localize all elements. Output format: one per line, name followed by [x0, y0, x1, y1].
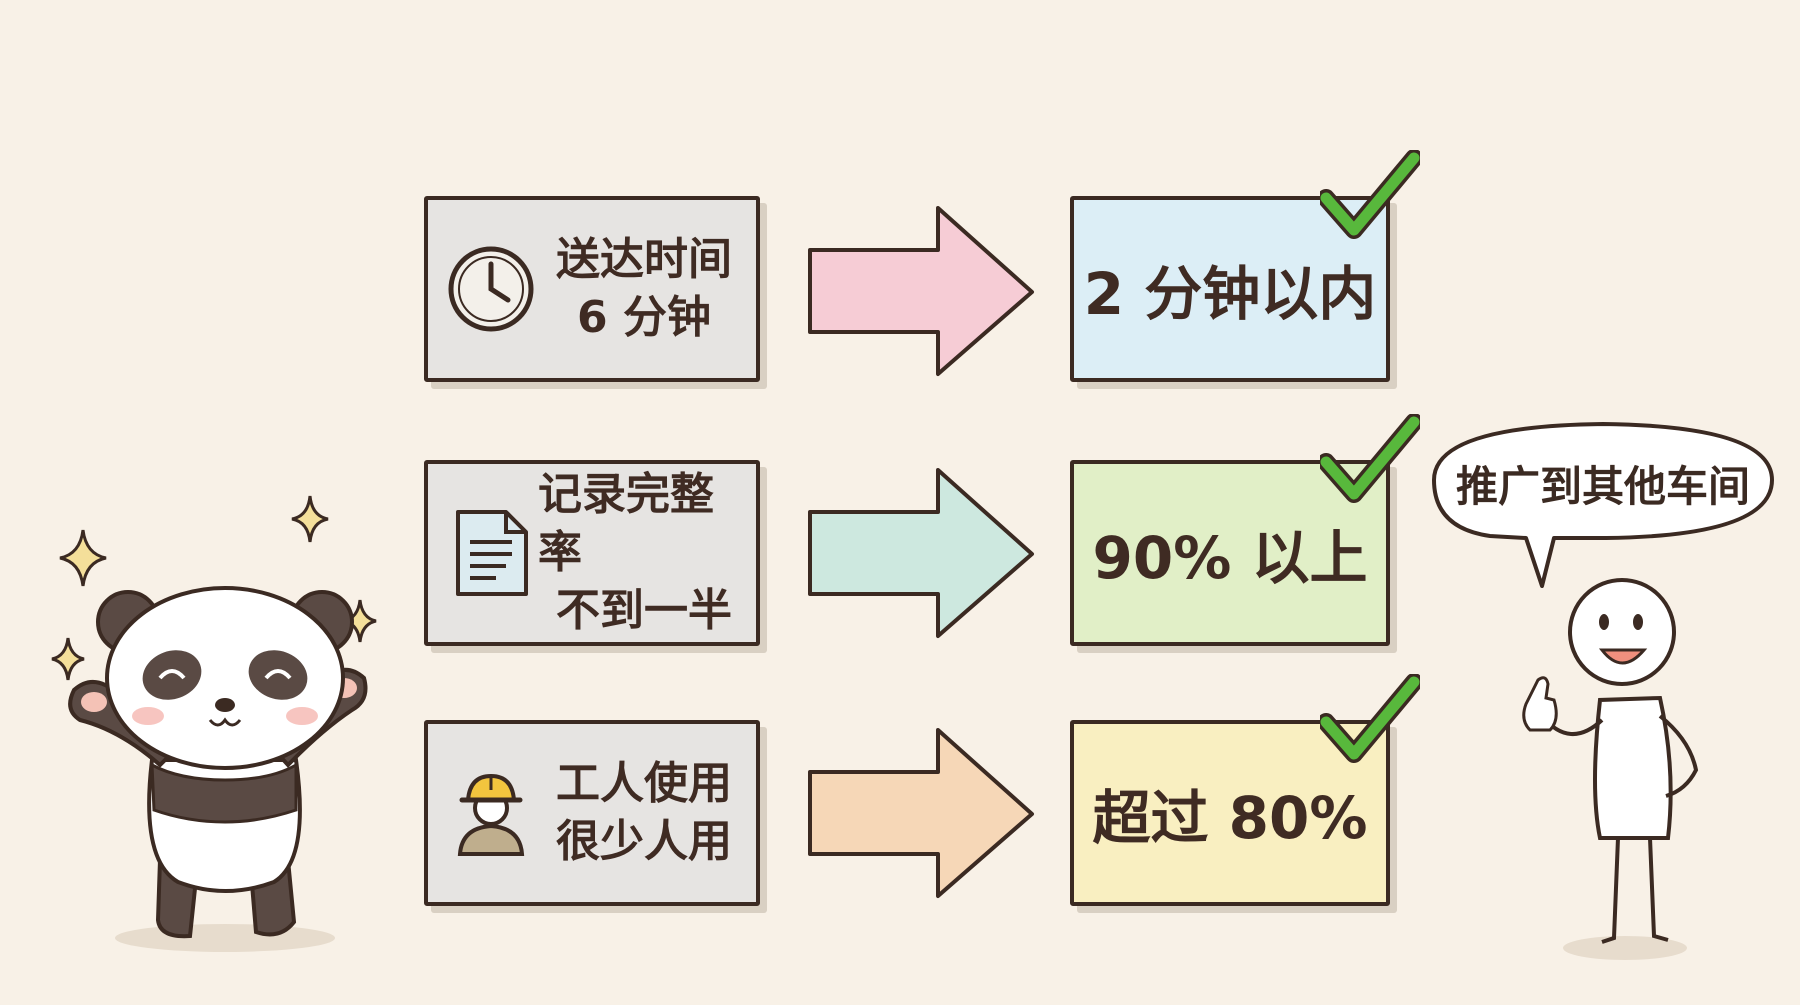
before-line-1: 记录完整率: [538, 468, 714, 578]
before-line-2: 不到一半: [556, 585, 732, 637]
checkmark-icon: [1320, 674, 1420, 763]
after-value: 超过 80%: [1092, 784, 1368, 852]
checkmark-icon: [1320, 414, 1420, 503]
sparkle-icon: [51, 637, 85, 681]
panda-illustration: [68, 586, 368, 952]
after-value: 2 分钟以内: [1083, 260, 1377, 328]
speech-bubble: [1432, 422, 1774, 588]
after-box-record-rate: 90% 以上: [1070, 460, 1390, 646]
before-line-1: 送达时间: [556, 233, 732, 285]
after-box-worker-usage: 超过 80%: [1070, 720, 1390, 906]
arrow-shape: [808, 206, 1034, 376]
before-line-2: 6 分钟: [577, 292, 711, 343]
before-box-record-rate: 记录完整率 不到一半: [424, 460, 760, 646]
before-line-2: 很少人用: [556, 816, 732, 867]
checkmark-icon: [1320, 150, 1420, 239]
arrow-right-icon: [808, 206, 1034, 376]
clock-icon: [448, 246, 534, 332]
worker-icon: [457, 773, 525, 856]
speech-bubble-text: 推广到其他车间: [1455, 461, 1750, 511]
arrow-right-icon: [808, 468, 1034, 638]
after-box-delivery-time: 2 分钟以内: [1070, 196, 1390, 382]
document-icon: [456, 510, 528, 596]
stick-figure-illustration: [1522, 578, 1699, 960]
after-value: 90% 以上: [1092, 524, 1368, 592]
sparkle-icon: [59, 529, 107, 587]
sparkle-icon: [291, 495, 329, 543]
before-box-delivery-time: 送达时间 6 分钟: [424, 196, 760, 382]
arrow-shape: [808, 468, 1034, 638]
arrow-right-icon: [808, 728, 1034, 898]
before-line-1: 工人使用: [556, 757, 732, 809]
arrow-shape: [808, 728, 1034, 898]
before-box-worker-usage: 工人使用 很少人用: [424, 720, 760, 906]
